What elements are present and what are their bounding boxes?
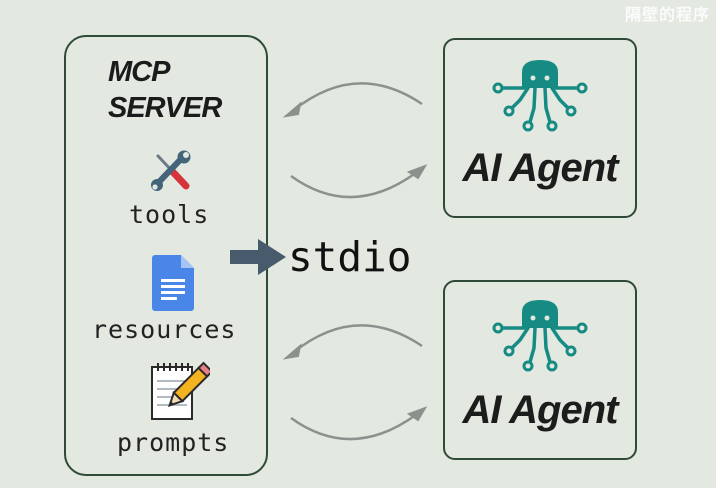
watermark: 隔壁的程序 [624,5,710,24]
arrow-to-agent-bottom [287,400,432,450]
tools-label: tools [129,200,210,229]
document-icon [152,255,194,311]
stdio-arrow [230,238,288,276]
ai-agent-label-2: AI Agent [462,388,619,432]
octopus-agent-icon [490,298,590,372]
server-title-line1: MCP [108,56,170,88]
resources-label: resources [92,315,237,344]
octopus-agent-icon [490,58,590,132]
server-title: MCP SERVER [108,54,222,126]
ai-agent-label-1: AI Agent [462,146,619,190]
server-title-line2: SERVER [108,92,222,124]
stdio-label: stdio [288,233,412,281]
arrow-to-agent-top [287,158,432,208]
notepad-pencil-icon [150,361,210,423]
ai-agent-box-1 [443,38,637,218]
arrow-to-server-top [282,70,427,130]
tools-icon [148,150,194,194]
ai-agent-box-2 [443,280,637,460]
prompts-label: prompts [117,428,230,457]
arrow-to-server-bottom [282,312,427,372]
